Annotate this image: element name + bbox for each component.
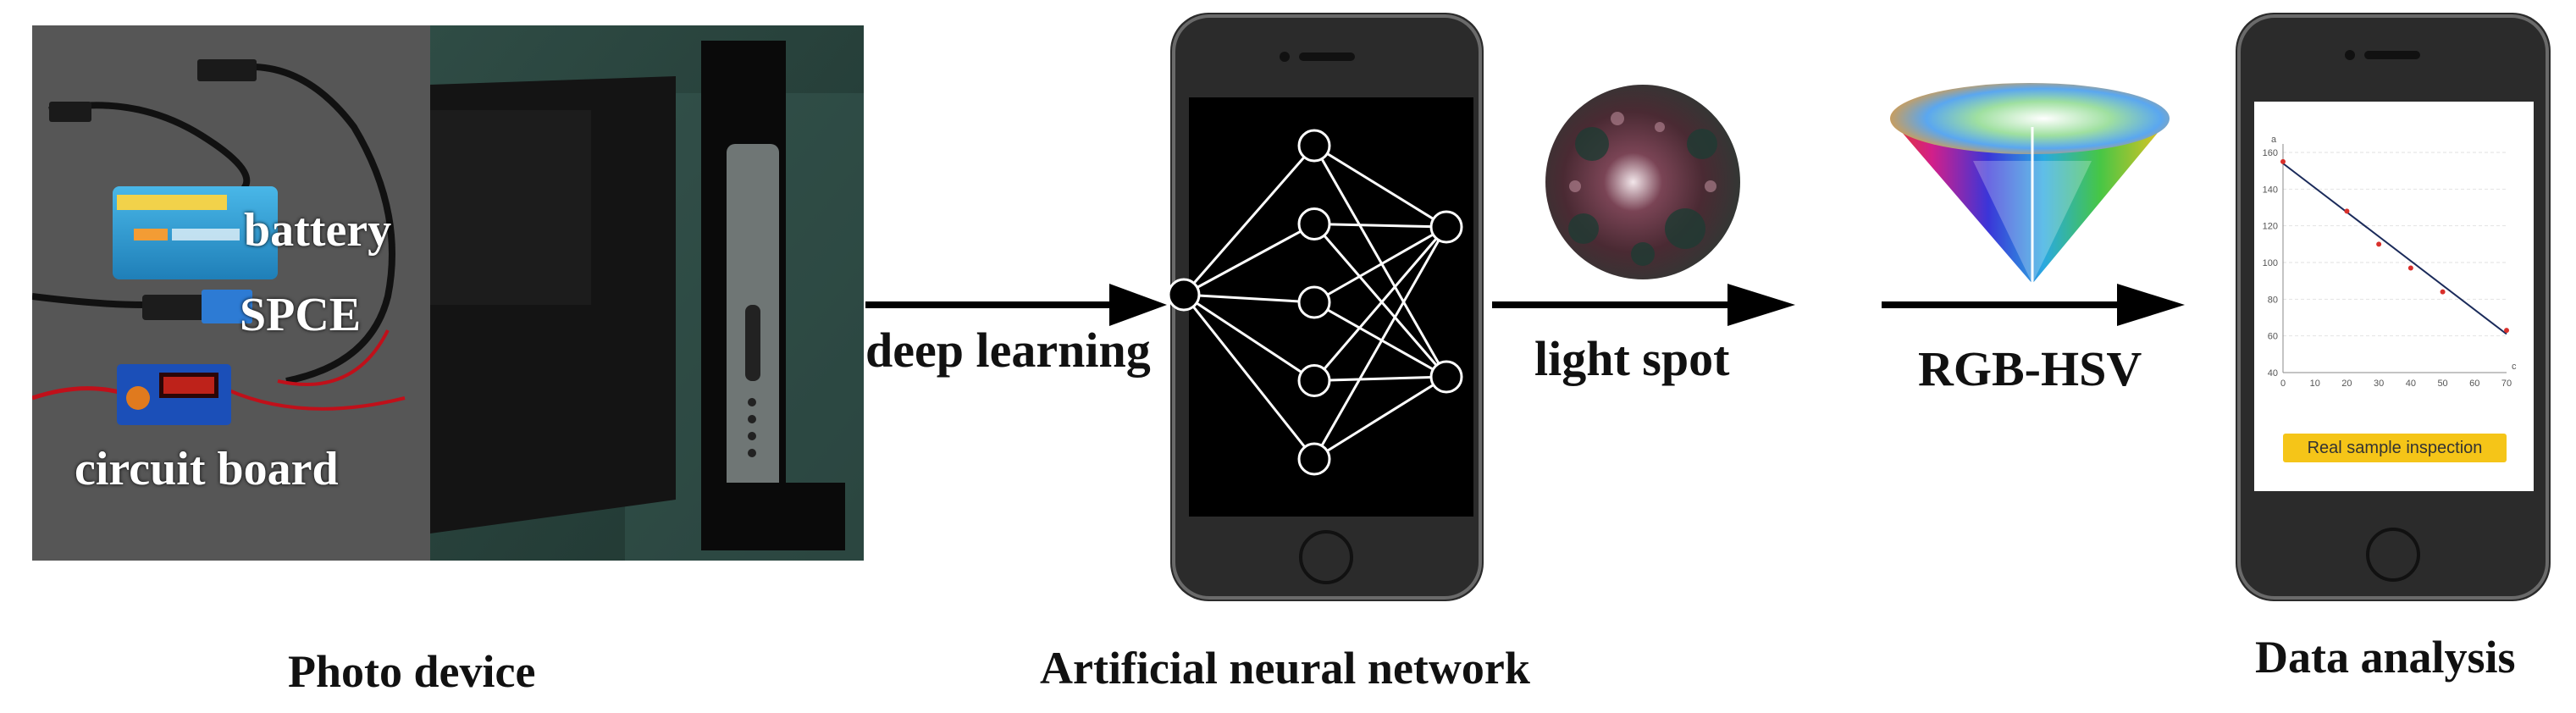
network-connection <box>1183 293 1315 304</box>
network-connection <box>1182 145 1316 296</box>
spce-label: SPCE <box>240 289 362 341</box>
circuit-board-label: circuit board <box>75 443 339 495</box>
deep-learning-label: deep learning <box>865 323 1151 378</box>
chart-y-tick-label: 100 <box>2263 258 2278 268</box>
chart-x-tick-label: 20 <box>2341 379 2352 389</box>
battery-label: battery <box>244 204 392 257</box>
network-node-layer-1 <box>1297 364 1331 397</box>
chart-y-tick-label: 60 <box>2268 332 2278 342</box>
network-connection <box>1182 294 1316 460</box>
chart-x-tick-label: 10 <box>2310 379 2320 389</box>
network-connection <box>1313 225 1447 304</box>
chart-y-tick-label: 80 <box>2268 295 2278 305</box>
chart-x-tick-label: 0 <box>2280 379 2286 389</box>
network-node-layer-1 <box>1297 442 1331 476</box>
network-connection <box>1313 375 1447 461</box>
chart-x-tick-label: 60 <box>2469 379 2479 389</box>
chart-y-tick-label: 120 <box>2263 222 2278 232</box>
network-node-layer-1 <box>1297 207 1331 240</box>
chart-x-tick-label: 40 <box>2406 379 2416 389</box>
photo-device-image <box>32 25 864 561</box>
real-sample-inspection-button[interactable]: Real sample inspection <box>2283 434 2507 462</box>
network-connection <box>1313 145 1448 378</box>
chart-data-point <box>2280 158 2286 164</box>
data-analysis-caption: Data analysis <box>2255 632 2516 683</box>
network-connection <box>1313 301 1447 379</box>
network-node-layer-1 <box>1297 285 1331 319</box>
network-connection <box>1313 226 1448 382</box>
network-node-layer-2 <box>1429 360 1463 394</box>
arrow-rgb-hsv <box>1882 284 2185 326</box>
network-node-layer-1 <box>1297 129 1331 163</box>
network-connection <box>1313 226 1448 460</box>
photo-device-caption: Photo device <box>288 646 536 697</box>
chart-y-tick-label: 140 <box>2263 185 2278 195</box>
network-connection <box>1183 223 1315 296</box>
network-connection <box>1313 223 1448 378</box>
chart-x-tick-label: 70 <box>2501 379 2512 389</box>
chart-fit-line <box>2282 163 2507 335</box>
network-node-layer-2 <box>1429 210 1463 244</box>
chart-y-tick-label: 160 <box>2263 148 2278 158</box>
network-connection <box>1313 144 1447 229</box>
chart-x-axis-label: c <box>2512 362 2517 372</box>
chart-y-axis-label: a <box>2271 135 2277 145</box>
light-spot-label: light spot <box>1534 331 1730 386</box>
ann-caption: Artificial neural network <box>1040 643 1530 694</box>
network-node-layer-0 <box>1167 278 1201 312</box>
chart-data-point <box>2376 241 2382 247</box>
chart-x-tick-label: 50 <box>2437 379 2447 389</box>
arrow-light-spot <box>1492 284 1795 326</box>
chart-data-point <box>2440 289 2446 295</box>
chart-data-point <box>2344 208 2350 214</box>
chart-data-point <box>2504 328 2509 334</box>
network-connection <box>1313 375 1447 382</box>
chart-x-tick-label: 30 <box>2374 379 2384 389</box>
arrow-deep-learning <box>865 284 1167 326</box>
network-connection <box>1313 223 1447 229</box>
network-connection <box>1183 293 1315 382</box>
photo-device-panel: battery SPCE circuit board <box>32 25 864 561</box>
rgb-hsv-label: RGB-HSV <box>1918 341 2142 396</box>
chart-y-tick-label: 40 <box>2268 368 2278 379</box>
chart-data-point <box>2407 265 2413 271</box>
